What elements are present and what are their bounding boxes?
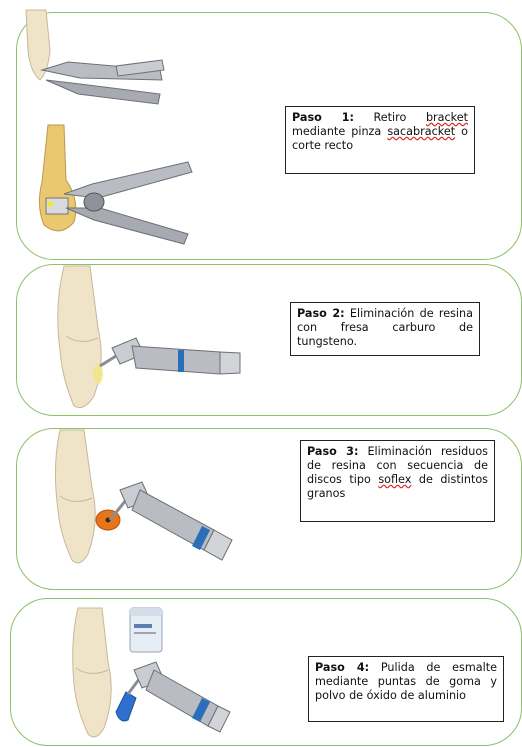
- step-3-caption: Paso 3: Eliminación residuos de resina c…: [300, 440, 495, 522]
- tooth-with-bracket-icon: [39, 125, 75, 231]
- step-3-label: Paso 3:: [307, 445, 358, 458]
- step-2-caption: Paso 2: Eliminación de resina con fresa …: [290, 302, 480, 356]
- step-4-label: Paso 4:: [315, 661, 369, 674]
- step-1-text: Retiro: [354, 111, 426, 124]
- handpiece-icon: [110, 482, 232, 560]
- step-1-term: bracket: [426, 111, 468, 124]
- step-1-illustration: [20, 10, 200, 250]
- tooth-icon: [58, 266, 101, 408]
- step-3-term: soflex: [378, 473, 411, 486]
- plier-icon: [64, 162, 192, 244]
- step-1-text: mediante pinza: [292, 125, 387, 138]
- step-2-illustration: [40, 266, 240, 416]
- step-1-label: Paso 1:: [292, 111, 354, 124]
- step-1-caption: Paso 1: Retiro bracket mediante pinza sa…: [285, 106, 475, 174]
- step-3-illustration: [46, 430, 236, 580]
- plier-icon: [42, 60, 164, 104]
- step-4-caption: Paso 4: Pulida de esmalte mediante punta…: [308, 656, 504, 722]
- rubber-cup-icon: [116, 692, 136, 721]
- step-4-illustration: [70, 602, 230, 746]
- polishing-powder-jar-icon: [130, 608, 162, 652]
- step-2-label: Paso 2:: [297, 307, 345, 320]
- handpiece-icon: [100, 338, 240, 374]
- step-1-term: sacabracket: [387, 125, 455, 138]
- tooth-icon: [73, 608, 112, 737]
- handpiece-icon: [128, 662, 230, 732]
